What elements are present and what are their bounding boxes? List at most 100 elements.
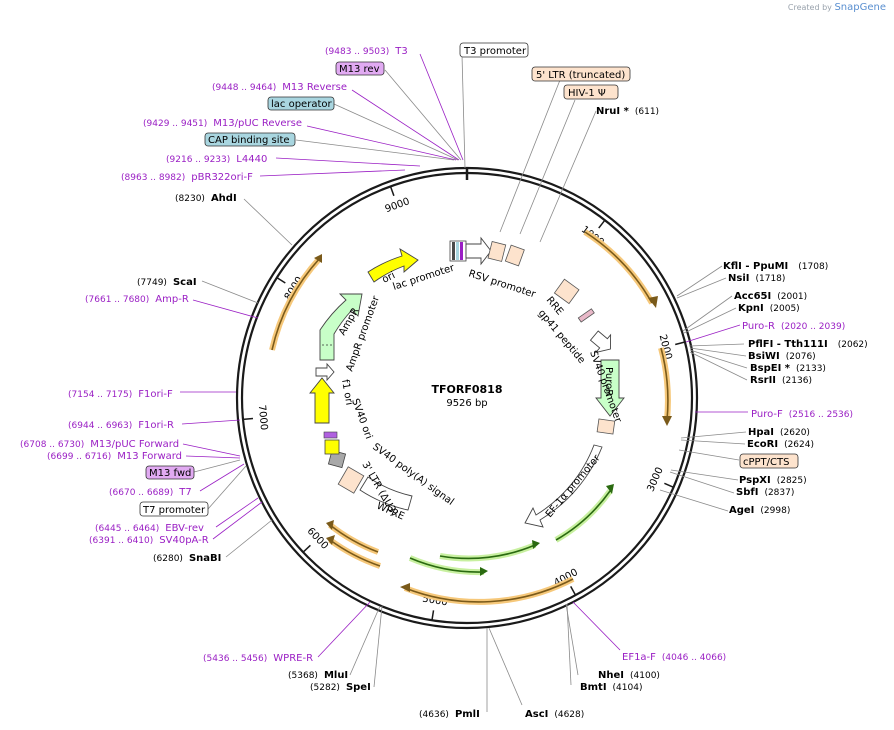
leader-hiv-psi xyxy=(519,99,576,235)
leader-m13puc-reverse xyxy=(306,125,457,161)
m13rev-mark xyxy=(460,242,463,260)
primer-labels: (9483 .. 9503)T3 (9448 .. 9464)M13 Rever… xyxy=(20,46,853,664)
leader-rsrii xyxy=(689,351,748,381)
psi-block xyxy=(504,244,525,267)
green-arc-3-head xyxy=(480,567,488,576)
sv40-promoter-arrow xyxy=(589,330,612,354)
enzyme-bmti: BmtI(4104) xyxy=(580,682,642,693)
leader-asci xyxy=(488,627,523,706)
leader-kpni xyxy=(683,307,737,334)
lbl-ori: ori xyxy=(380,270,397,286)
orf-arc-6-head xyxy=(314,254,322,263)
box-t3-promoter-text: T3 promoter xyxy=(463,46,527,57)
leader-bspei xyxy=(689,349,748,369)
enzyme-pflfi-tth111i: PflFI - Tth111I(2062) xyxy=(748,339,868,350)
box-hiv-psi-text: HIV-1 Ψ xyxy=(568,88,606,99)
leader-snabi xyxy=(225,519,273,558)
leader-kfli xyxy=(676,265,723,297)
leader-pspxi xyxy=(670,469,739,481)
orf-arc-1-line xyxy=(584,231,653,304)
branding-name: SnapGene xyxy=(834,2,886,13)
leader-m13-fwd xyxy=(185,455,241,459)
ltr5-block xyxy=(487,241,507,262)
leader-cap xyxy=(295,139,455,161)
enzyme-mlui: (5368)MluI xyxy=(288,670,348,681)
branding-prefix: Created by xyxy=(787,3,832,12)
box-t7-promoter-text: T7 promoter xyxy=(142,505,206,516)
leader-t7 xyxy=(199,463,245,492)
tick-mark-1000 xyxy=(598,219,606,229)
sv40-ori-block xyxy=(324,439,340,455)
primer-puro-f: Puro-F(2516 .. 2536) xyxy=(751,409,853,420)
leader-sv40pa-r xyxy=(212,501,263,540)
leader-pflfi xyxy=(688,343,745,347)
enzyme-kfli-ppumi: KflI - PpuMI(1708) xyxy=(723,261,828,272)
primer-m13-forward: (6699 .. 6716)M13 Forward xyxy=(47,451,182,462)
primer-m13puc-reverse: (9429 .. 9451)M13/pUC Reverse xyxy=(143,118,302,129)
lbl-rsv-promoter: RSV promoter xyxy=(467,268,538,300)
leader-nhei xyxy=(565,603,579,676)
green-arc-2-head xyxy=(532,540,540,549)
enzyme-snabi: (6280)SnaBI xyxy=(153,553,221,564)
enzyme-bspei: BspEI *(2133) xyxy=(750,363,826,374)
boxed-labels: T3 promoter M13 rev lac operator CAP bin… xyxy=(139,42,799,517)
ef1a-promoter-arrow xyxy=(524,444,603,528)
leader-puro-r xyxy=(685,324,741,343)
orf-arc-2-head xyxy=(662,416,672,426)
box-cppt-text: cPPT/CTS xyxy=(743,457,789,468)
box-m13-rev xyxy=(335,61,385,76)
leader-lines xyxy=(180,53,748,712)
lbl-puror: PuroR xyxy=(603,367,614,396)
enzyme-hpai: HpaI(2620) xyxy=(748,427,810,438)
tick-mark-5000 xyxy=(431,610,435,621)
plasmid-size: 9526 bp xyxy=(446,398,487,409)
box-5ltr xyxy=(531,66,631,82)
orf-arc-3-head xyxy=(400,583,410,592)
enzyme-acc65i: Acc65I(2001) xyxy=(734,291,807,302)
leader-ebv-rev xyxy=(215,497,259,528)
orf-arc-5-head xyxy=(326,520,334,530)
leader-ef1a-f xyxy=(572,601,621,651)
primer-t7: (6670 .. 6689)T7 xyxy=(109,487,192,498)
box-lac-operator xyxy=(267,96,335,111)
enzyme-ahdi: (8230)AhdI xyxy=(175,193,237,204)
box-m13-rev-text: M13 rev xyxy=(339,64,380,75)
leader-m13fwd-box xyxy=(193,459,241,473)
box-cap-binding-text: CAP binding site xyxy=(208,135,290,146)
orf-arc-6 xyxy=(269,255,323,351)
enzyme-pmli: (4636)PmlI xyxy=(419,709,480,720)
leader-f1ori-r xyxy=(181,419,241,425)
f1-ori-arrow xyxy=(309,377,335,424)
enzyme-agei: AgeI(2998) xyxy=(729,505,790,516)
enzyme-spei: (5282)SpeI xyxy=(310,682,371,693)
primer-ef1a-f: EF1a-F(4046 .. 4066) xyxy=(622,652,726,663)
cppt-block xyxy=(596,418,616,435)
wpre-block xyxy=(359,476,413,511)
orf-arcs xyxy=(269,229,672,605)
primer-t3: (9483 .. 9503)T3 xyxy=(325,46,408,57)
box-t3-promoter xyxy=(459,42,529,58)
primer-amp-r: (7661 .. 7680)Amp-R xyxy=(85,294,189,305)
tick-mark-8000 xyxy=(276,277,286,284)
leader-m13-reverse xyxy=(351,89,460,161)
orf-arc-1-head xyxy=(648,296,658,308)
primer-m13puc-forward: (6708 .. 6730)M13/pUC Forward xyxy=(20,439,179,450)
plasmid-name: TFORF0818 xyxy=(432,383,503,396)
leader-amp-r xyxy=(192,299,259,319)
green-orf-arcs xyxy=(408,484,614,576)
green-arc-1-line xyxy=(555,490,611,541)
leader-t3-promoter xyxy=(461,54,466,169)
leader-agei xyxy=(659,489,729,512)
primer-puro-r: Puro-R(2020 .. 2039) xyxy=(742,321,845,332)
primer-wpre-r: (5436 .. 5456)WPRE-R xyxy=(203,653,313,664)
lac-operator-mark xyxy=(452,242,455,260)
box-5ltr-text: 5' LTR (truncated) xyxy=(536,70,625,81)
green-arc-3-line xyxy=(409,557,485,573)
puror-arrow xyxy=(595,359,625,417)
enzyme-nrui: NruI *(611) xyxy=(596,106,659,117)
enzyme-scai: (7749)ScaI xyxy=(137,277,197,288)
enzyme-asci: AscI(4628) xyxy=(525,709,584,720)
leader-wpre-r xyxy=(317,601,371,658)
enzyme-nsii: NsiI(1718) xyxy=(728,273,785,284)
box-cap-binding xyxy=(204,132,296,147)
